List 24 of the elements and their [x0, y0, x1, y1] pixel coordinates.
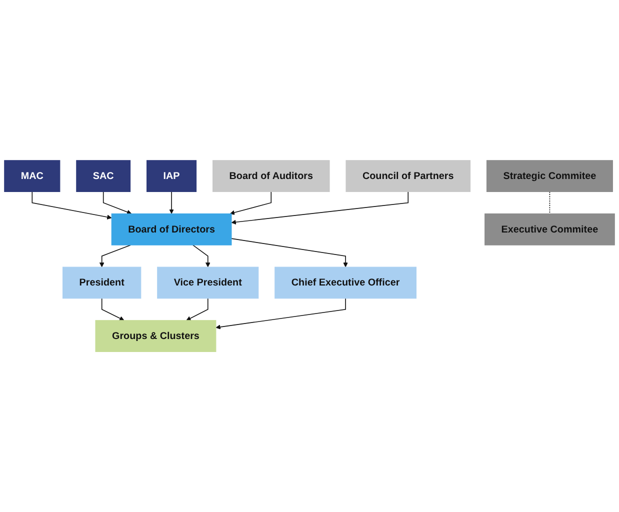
arrow [186, 298, 208, 321]
node-box: Groups & Clusters [95, 320, 216, 352]
arrow [32, 191, 112, 220]
arrow [192, 244, 210, 268]
node-box: Board of Auditors [212, 160, 330, 192]
node-box: Strategic Commitee [486, 160, 613, 192]
arrow [230, 191, 272, 215]
node-box: Board of Directors [111, 213, 232, 246]
node-box: Executive Commitee [484, 213, 615, 246]
arrow [99, 244, 131, 268]
node-box: MAC [4, 160, 60, 192]
node-box: IAP [146, 160, 197, 192]
node-box: SAC [76, 160, 131, 192]
arrow [216, 298, 346, 330]
arrow [169, 191, 174, 214]
arrow [101, 298, 124, 321]
arrow [102, 191, 132, 214]
arrow [231, 191, 409, 224]
arrow [231, 238, 348, 268]
connector [549, 191, 550, 214]
node-box: President [62, 266, 142, 299]
node-box: Chief Executive Officer [274, 266, 416, 299]
node-box: Council of Partners [346, 160, 471, 192]
node-box: Vice President [157, 266, 259, 299]
